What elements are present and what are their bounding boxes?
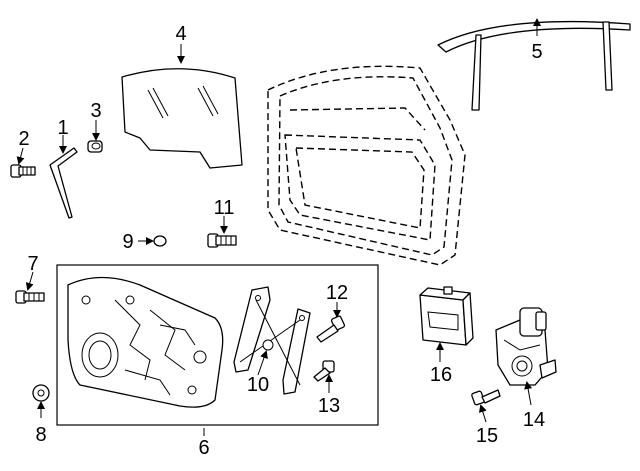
callout-2: 2 — [18, 128, 29, 150]
bolt-12 — [316, 315, 346, 343]
screw-13 — [313, 360, 335, 382]
window-motor — [495, 307, 557, 386]
callout-7: 7 — [27, 253, 38, 275]
callout-15: 15 — [476, 425, 498, 447]
bolt-11 — [207, 233, 237, 248]
callout-labels: 4 5 1 2 3 11 9 7 8 6 10 12 13 16 14 15 — [18, 23, 545, 459]
callout-13: 13 — [318, 395, 340, 417]
bolt-7 — [15, 290, 45, 304]
door-glass — [121, 68, 243, 169]
door-shell-outline — [267, 65, 466, 266]
callout-10: 10 — [247, 374, 269, 396]
callout-14: 14 — [523, 409, 545, 431]
callout-16: 16 — [430, 364, 452, 386]
callout-3: 3 — [90, 100, 101, 122]
callout-11: 11 — [214, 197, 235, 219]
callout-6: 6 — [198, 437, 209, 459]
callout-5: 5 — [531, 41, 542, 63]
window-control-module — [419, 286, 474, 346]
callout-8: 8 — [35, 424, 46, 446]
leader-lines — [16, 18, 541, 436]
door-weatherstrip — [437, 20, 631, 111]
nut-3 — [87, 140, 103, 153]
callout-4: 4 — [175, 23, 186, 45]
mirror-trim-bracket — [49, 147, 78, 219]
bolt-15 — [471, 389, 501, 406]
callout-1: 1 — [57, 117, 68, 139]
plug-9 — [153, 235, 167, 247]
window-regulator — [233, 286, 311, 395]
regulator-assembly-box — [56, 264, 379, 426]
callout-12: 12 — [326, 282, 348, 304]
callout-9: 9 — [122, 231, 133, 253]
door-module-carrier-panel — [67, 276, 224, 408]
bolt-2 — [10, 164, 36, 178]
nut-8 — [32, 384, 50, 402]
